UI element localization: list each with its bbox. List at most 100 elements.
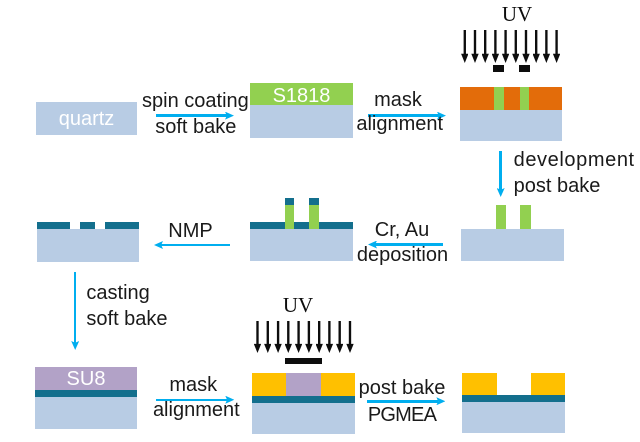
- arrow-shaft: [375, 243, 443, 246]
- arrow-shaft: [368, 114, 439, 117]
- s1818-label: S1818: [272, 84, 331, 107]
- casting-arrow: [71, 272, 80, 350]
- uv-ray-arrow: [284, 320, 292, 353]
- photomask-bar: [285, 357, 323, 364]
- step-casting-line1: casting: [86, 281, 150, 304]
- metal-electrode-segment: [104, 221, 139, 229]
- su8-layer: [35, 367, 137, 390]
- step-postbake-line2: PGMEA: [367, 403, 437, 426]
- arrow-shaft: [161, 243, 230, 247]
- s1818-resist-layer: [250, 83, 353, 105]
- uv-ray-arrow: [532, 30, 540, 63]
- uv-ray-arrow: [542, 30, 551, 63]
- step-deposition-line2: deposition: [356, 243, 449, 266]
- s1818-substrate: [250, 105, 353, 138]
- arrow-head: [71, 341, 80, 350]
- metal-electrode-segment: [80, 221, 95, 229]
- metal-film-segment: [250, 222, 285, 229]
- su8-block-metal-layer: [35, 390, 137, 397]
- step-deposition-line1: Cr, Au: [374, 219, 430, 242]
- step-mask-alignment2-line1: mask: [169, 374, 218, 397]
- mask-alignment1-arrow: [368, 111, 446, 120]
- exposed-resist-layer: [460, 87, 562, 110]
- crosslinked-su8: [321, 373, 355, 396]
- uv-label-top: UV: [501, 2, 533, 27]
- metal-film-segment: [318, 222, 353, 229]
- exposed-su8-metal-layer: [252, 395, 355, 403]
- developed-block-substrate: [461, 229, 564, 261]
- uv-ray-arrow: [481, 30, 489, 63]
- su8-block-substrate: [35, 397, 137, 429]
- arrow-head: [154, 241, 163, 249]
- su8-channel-wall: [531, 373, 565, 395]
- final-block-substrate: [462, 401, 565, 433]
- uv-ray-arrow: [461, 30, 469, 63]
- step-nmp-label: NMP: [168, 220, 213, 243]
- uv-ray-arrow: [294, 320, 303, 353]
- liftoff-block-substrate: [37, 229, 139, 262]
- uv-ray-arrow: [471, 30, 479, 63]
- quartz-label: quartz: [58, 107, 115, 130]
- uv-ray-arrow: [253, 320, 262, 353]
- deposition-arrow: [368, 240, 443, 249]
- photomask-segment: [492, 65, 505, 72]
- masked-su8: [286, 373, 321, 396]
- metal-cap: [309, 198, 319, 205]
- step-development-line1: development: [513, 149, 635, 172]
- uv-ray-arrow: [305, 320, 313, 353]
- step-mask-alignment2-line2: alignment: [152, 398, 240, 421]
- arrow-head: [496, 188, 505, 197]
- arrow-shaft: [155, 398, 228, 402]
- uv-ray-arrow: [346, 320, 354, 353]
- arrow-shaft: [156, 114, 227, 117]
- metal-cap: [284, 198, 294, 205]
- uv-ray-arrow: [491, 30, 500, 63]
- spin-coating-arrow: [156, 111, 234, 120]
- uv-ray-arrow: [274, 320, 282, 353]
- uv-ray-arrow: [325, 320, 334, 353]
- uv-ray-arrow: [336, 320, 344, 353]
- arrow-head: [368, 240, 377, 249]
- unexposed-resist-stripe: [494, 87, 504, 110]
- arrow-head: [436, 397, 446, 406]
- arrow-head: [225, 395, 235, 404]
- step-spin-coating-line1: spin coating: [142, 89, 249, 112]
- arrow-head: [225, 111, 234, 120]
- uv-ray-arrow: [552, 30, 561, 63]
- arrow-shaft: [367, 400, 439, 403]
- step-development-line2: post bake: [513, 175, 601, 198]
- resist-post: [495, 205, 506, 229]
- crosslinked-su8: [252, 373, 286, 396]
- exposed-su8-substrate: [252, 402, 355, 434]
- su8-channel-wall: [462, 373, 497, 395]
- step-casting-line2: soft bake: [86, 307, 168, 330]
- arrow-shaft: [499, 151, 502, 190]
- su8-label: SU8: [66, 368, 106, 391]
- step-spin-coating-line2: soft bake: [155, 116, 237, 139]
- uv-ray-arrow: [501, 30, 510, 63]
- step-postbake-line1: post bake: [358, 377, 446, 399]
- metallized-block-substrate: [250, 228, 353, 261]
- metal-electrode-segment: [37, 221, 70, 229]
- step-mask-alignment1-line2: alignment: [356, 113, 444, 136]
- metal-film-segment: [294, 222, 309, 229]
- arrow-shaft: [73, 272, 77, 343]
- photomask-segment: [518, 65, 531, 72]
- uv-ray-arrow: [315, 320, 323, 353]
- uv-ray-arrow: [264, 320, 272, 353]
- nmp-arrow: [154, 241, 230, 249]
- development-arrow: [496, 151, 505, 197]
- uv-ray-arrow: [512, 30, 520, 63]
- resist-post: [520, 205, 531, 229]
- step-mask-alignment1-line1: mask: [374, 88, 422, 111]
- unexposed-resist-stripe: [519, 87, 529, 110]
- final-block-metal-layer: [462, 395, 565, 402]
- mask-alignment2-arrow: [155, 395, 235, 404]
- exposed-block-substrate: [460, 110, 562, 141]
- uv-label-bottom: UV: [282, 292, 314, 317]
- arrow-head: [437, 111, 446, 120]
- postbake-arrow: [367, 397, 446, 406]
- resist-post: [309, 205, 319, 229]
- resist-post: [284, 205, 294, 229]
